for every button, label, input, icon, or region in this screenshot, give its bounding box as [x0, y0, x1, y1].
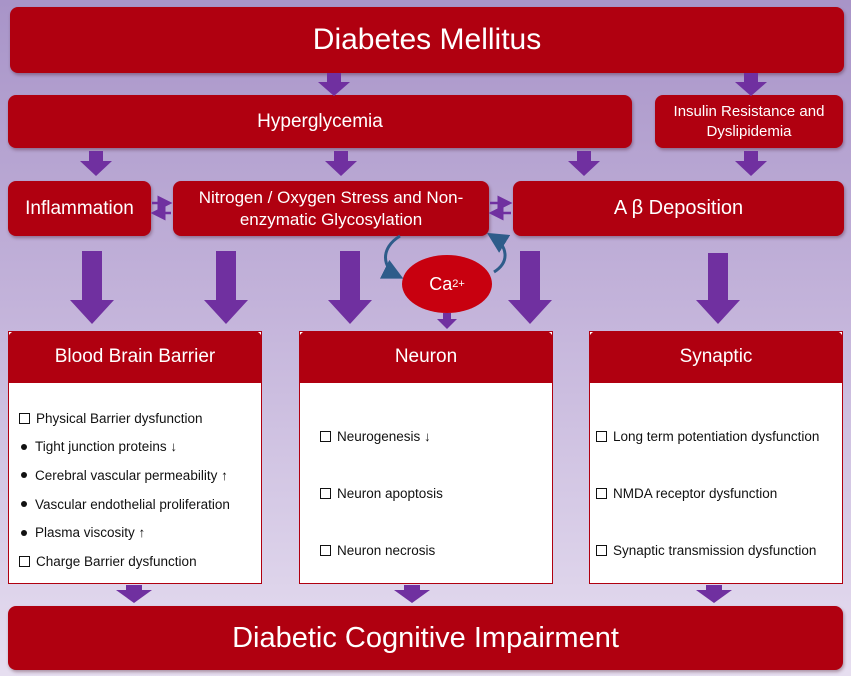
list-item-text: Charge Barrier dysfunction	[36, 553, 197, 569]
list-item: Neurogenesis ↓	[320, 408, 546, 465]
oxidative-stress-line2: enzymatic Glycosylation	[239, 209, 423, 229]
insulin-resistance-line2: Dyslipidemia	[706, 122, 792, 140]
bbb-list: Physical Barrier dysfunction Tight junct…	[19, 404, 255, 576]
cognitive-impairment-label: Diabetic Cognitive Impairment	[232, 621, 619, 654]
arrow-dm-to-insulin	[735, 73, 767, 96]
bbb-panel: Blood Brain Barrier Physical Barrier dys…	[8, 331, 262, 584]
list-item-text: Neuron necrosis	[337, 543, 436, 558]
neuron-list: Neurogenesis ↓ Neuron apoptosis Neuron n…	[320, 408, 546, 579]
neuron-title: Neuron	[394, 346, 458, 367]
list-item-text: Tight junction proteins ↓	[35, 439, 178, 455]
list-item-text: Physical Barrier dysfunction	[36, 410, 203, 426]
checkbox-square-icon	[320, 488, 331, 499]
list-item-text: Synaptic transmission dysfunction	[613, 543, 817, 558]
list-item: Synaptic transmission dysfunction	[596, 522, 840, 579]
arrow-hyper-to-stress	[325, 151, 357, 176]
curve-stress-to-calcium	[379, 234, 404, 279]
abeta-deposition-box: A β Deposition	[513, 181, 844, 236]
list-item: Charge Barrier dysfunction	[19, 547, 255, 576]
bullet-icon	[21, 529, 27, 536]
list-item: Neuron necrosis	[320, 522, 546, 579]
list-item-text: Neuron apoptosis	[337, 486, 443, 501]
cognitive-impairment-box: Diabetic Cognitive Impairment	[8, 606, 843, 670]
checkbox-square-icon	[19, 412, 30, 424]
hyperglycemia-label: Hyperglycemia	[257, 110, 383, 132]
arrow-dm-to-hyperglycemia	[318, 73, 350, 96]
list-item: Tight junction proteins ↓	[19, 433, 255, 462]
arrow-insulin-to-abeta	[735, 151, 767, 176]
list-item: Physical Barrier dysfunction	[19, 404, 255, 433]
synaptic-header: Synaptic	[589, 331, 843, 383]
arrow-stress-to-neuron	[328, 251, 372, 324]
arrow-neuron-to-impairment	[394, 585, 430, 603]
list-item: Neuron apoptosis	[320, 465, 546, 522]
oxidative-stress-line1: Nitrogen / Oxygen Stress and Non-	[198, 187, 464, 207]
list-item-text: Cerebral vascular permeability ↑	[35, 467, 228, 483]
arrow-abeta-to-neuron	[508, 251, 552, 324]
inflammation-label: Inflammation	[25, 197, 134, 219]
arrow-abeta-to-synaptic	[696, 253, 740, 324]
oxidative-stress-box: Nitrogen / Oxygen Stress and Non- enzyma…	[173, 181, 489, 236]
bbb-title: Blood Brain Barrier	[54, 346, 216, 367]
checkbox-square-icon	[596, 431, 607, 442]
synaptic-title: Synaptic	[679, 346, 753, 367]
arrow-inflammation-to-bbb	[70, 251, 114, 324]
bullet-icon	[21, 472, 27, 479]
list-item-text: Plasma viscosity ↑	[35, 525, 146, 541]
checkbox-square-icon	[596, 545, 607, 556]
arrow-stress-to-bbb	[204, 251, 248, 324]
list-item: NMDA receptor dysfunction	[596, 465, 840, 522]
calcium-charge: 2+	[452, 278, 465, 290]
insulin-resistance-box: Insulin Resistance and Dyslipidemia	[655, 95, 843, 148]
hyperglycemia-box: Hyperglycemia	[8, 95, 632, 148]
arrow-hyper-to-inflammation	[80, 151, 112, 176]
list-item: Vascular endothelial proliferation	[19, 490, 255, 519]
insulin-resistance-line1: Insulin Resistance and	[673, 102, 825, 120]
abeta-deposition-label: A β Deposition	[613, 197, 744, 219]
calcium-label: Ca	[429, 273, 453, 294]
neuron-panel: Neuron Neurogenesis ↓ Neuron apoptosis N…	[299, 331, 553, 584]
synaptic-list: Long term potentiation dysfunction NMDA …	[596, 408, 840, 579]
list-item: Plasma viscosity ↑	[19, 518, 255, 547]
arrow-bbb-to-impairment	[116, 585, 152, 603]
bullet-icon	[21, 501, 27, 508]
checkbox-square-icon	[320, 545, 331, 556]
checkbox-square-icon	[320, 431, 331, 442]
list-item-text: Long term potentiation dysfunction	[613, 429, 820, 444]
arrow-hyper-to-abeta	[568, 151, 600, 176]
curve-calcium-to-stress	[486, 232, 511, 274]
list-item: Long term potentiation dysfunction	[596, 408, 840, 465]
bbb-header: Blood Brain Barrier	[8, 331, 262, 383]
arrow-calcium-to-neuron	[437, 313, 457, 329]
list-item-text: NMDA receptor dysfunction	[613, 486, 778, 501]
inflammation-box: Inflammation	[8, 181, 151, 236]
arrow-synaptic-to-impairment	[696, 585, 732, 603]
checkbox-square-icon	[19, 555, 30, 567]
list-item-text: Neurogenesis ↓	[337, 429, 431, 444]
neuron-header: Neuron	[299, 331, 553, 383]
list-item: Cerebral vascular permeability ↑	[19, 461, 255, 490]
checkbox-square-icon	[596, 488, 607, 499]
bullet-icon	[21, 443, 27, 450]
diabetes-mellitus-box: Diabetes Mellitus	[10, 7, 844, 73]
list-item-text: Vascular endothelial proliferation	[35, 496, 230, 512]
diabetes-mellitus-label: Diabetes Mellitus	[312, 23, 542, 56]
synaptic-panel: Synaptic Long term potentiation dysfunct…	[589, 331, 843, 584]
